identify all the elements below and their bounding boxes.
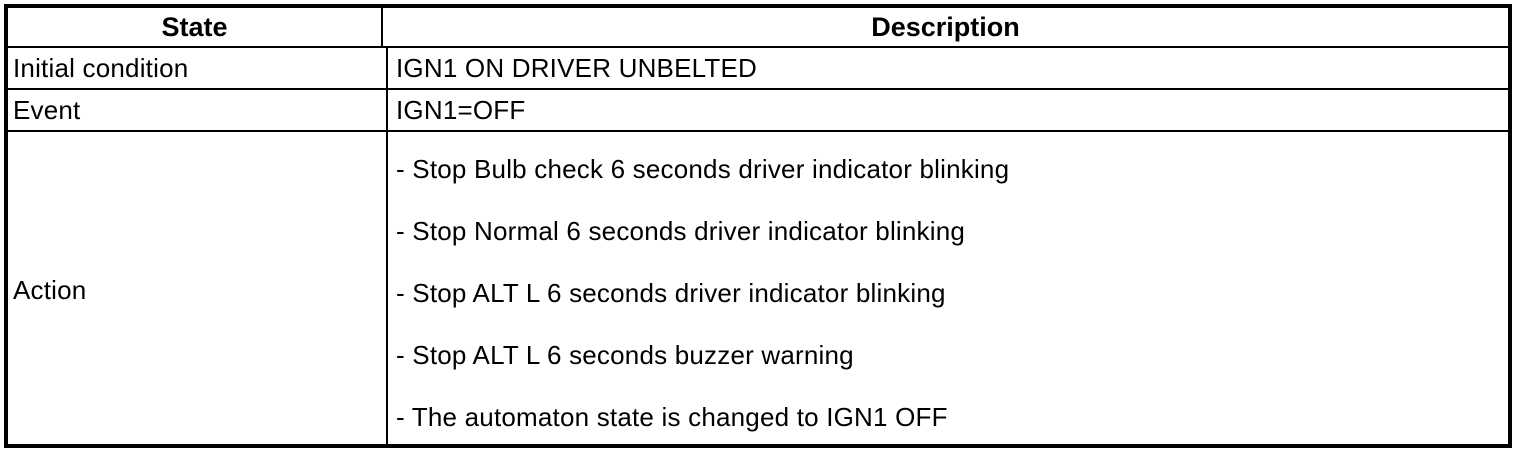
action-item: - The automaton state is changed to IGN1…	[396, 401, 948, 432]
state-description-table: State Description Initial condition IGN1…	[4, 4, 1512, 448]
action-items-list: - Stop Bulb check 6 seconds driver indic…	[388, 132, 1508, 448]
table-header-row: State Description	[8, 8, 1508, 48]
table-row-initial-condition: Initial condition IGN1 ON DRIVER UNBELTE…	[8, 48, 1508, 90]
row-value-event: IGN1=OFF	[396, 94, 526, 125]
action-item: - Stop ALT L 6 seconds buzzer warning	[396, 339, 854, 370]
row-value-initial-condition: IGN1 ON DRIVER UNBELTED	[396, 52, 757, 83]
column-header-description: Description	[871, 11, 1020, 42]
row-label-action: Action	[8, 132, 388, 448]
table-row-action: Action - Stop Bulb check 6 seconds drive…	[8, 132, 1508, 448]
action-item: - Stop ALT L 6 seconds driver indicator …	[396, 277, 946, 308]
action-item: - Stop Normal 6 seconds driver indicator…	[396, 215, 966, 246]
row-label-event: Event	[8, 90, 388, 130]
column-header-state: State	[8, 8, 383, 46]
row-label-initial-condition: Initial condition	[8, 48, 388, 88]
action-item: - Stop Bulb check 6 seconds driver indic…	[396, 153, 1010, 184]
table-row-event: Event IGN1=OFF	[8, 90, 1508, 132]
